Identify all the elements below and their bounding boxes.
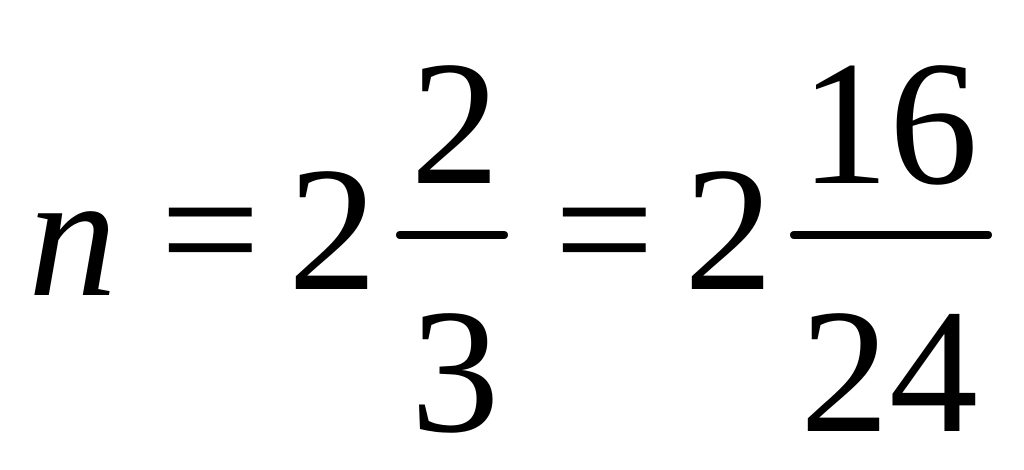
fraction-1-denominator: 3: [410, 272, 500, 470]
equals-sign-2: =: [554, 130, 655, 328]
fraction-2-denominator: 24: [800, 272, 978, 470]
fraction-1-bar: [396, 231, 508, 239]
mixed-number-2-whole: 2: [684, 130, 773, 328]
variable-n: n: [28, 136, 117, 334]
math-equation: n = 2 2 3 = 2 16 24: [28, 24, 992, 460]
fraction-2-numerator: 16: [800, 24, 978, 222]
mixed-number-1-whole: 2: [288, 130, 377, 328]
fraction-1-numerator: 2: [410, 24, 500, 222]
fraction-2-bar: [790, 231, 992, 239]
equals-sign-1: =: [160, 130, 261, 328]
